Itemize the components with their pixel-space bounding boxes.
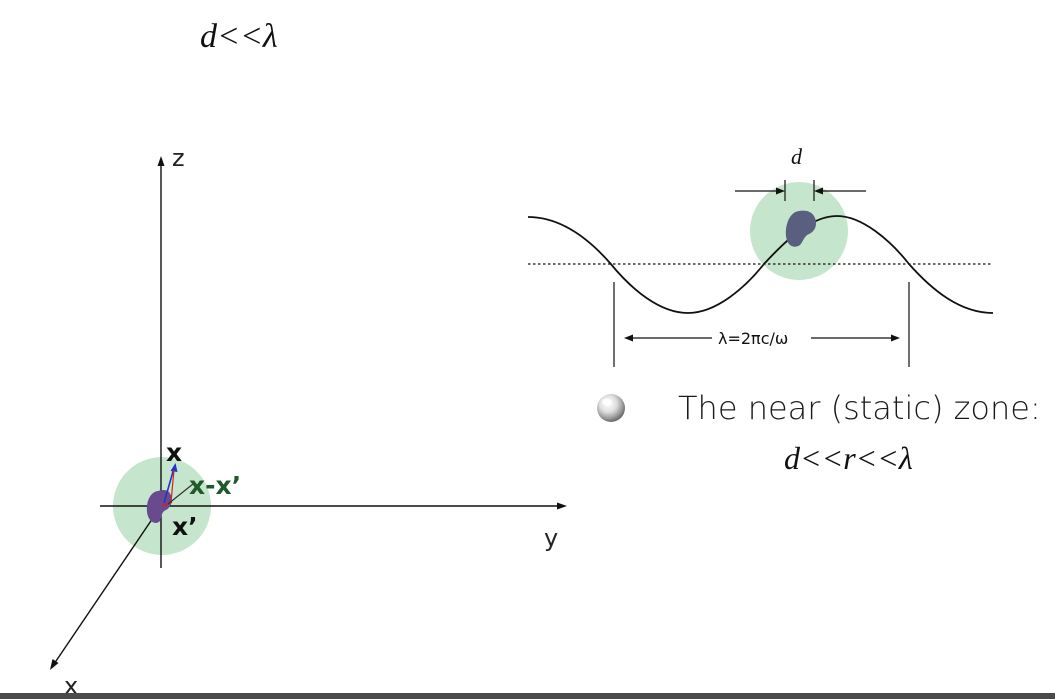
near-zone-formula: d<<r<<λ xyxy=(784,440,913,476)
x-axis-arrowhead xyxy=(50,659,59,670)
vector-x-minus-xprime-label: x-x’ xyxy=(189,471,241,500)
vector-x-blue xyxy=(163,467,175,504)
x-axis-label: x xyxy=(64,672,78,699)
near-zone-title: The near (static) zone: xyxy=(678,389,1041,427)
vector-diag-dark xyxy=(167,483,194,505)
z-axis-arrowhead xyxy=(157,156,165,166)
y-axis-label: y xyxy=(544,524,558,552)
lambda-right-arrowhead xyxy=(891,334,900,342)
x-minus-xprime-text: x-x’ xyxy=(189,471,241,500)
bottom-bar xyxy=(0,693,1055,699)
z-axis-label: z xyxy=(172,144,185,172)
vector-x-blue-head xyxy=(170,463,178,472)
lambda-label: λ=2πc/ω xyxy=(718,329,788,348)
lambda-left-arrowhead xyxy=(624,334,633,342)
d-label: d xyxy=(791,144,803,169)
d-right-arrowhead xyxy=(814,187,823,195)
top-formula: d<<λ xyxy=(200,18,278,55)
vector-x-minus-xprime xyxy=(170,469,175,503)
x-axis xyxy=(53,505,162,665)
d-left-arrowhead xyxy=(776,187,785,195)
wave-diagram: d λ=2πc/ω xyxy=(527,144,994,367)
sine-wave xyxy=(527,215,994,314)
coordinate-system: z y x x x-x’ x’ xyxy=(50,144,567,699)
source-blob xyxy=(785,210,817,247)
vector-xprime-label: x’ xyxy=(172,512,198,541)
y-axis-arrowhead xyxy=(557,502,567,510)
vector-x-label: x xyxy=(166,438,182,467)
sphere-bullet-icon xyxy=(597,394,625,422)
